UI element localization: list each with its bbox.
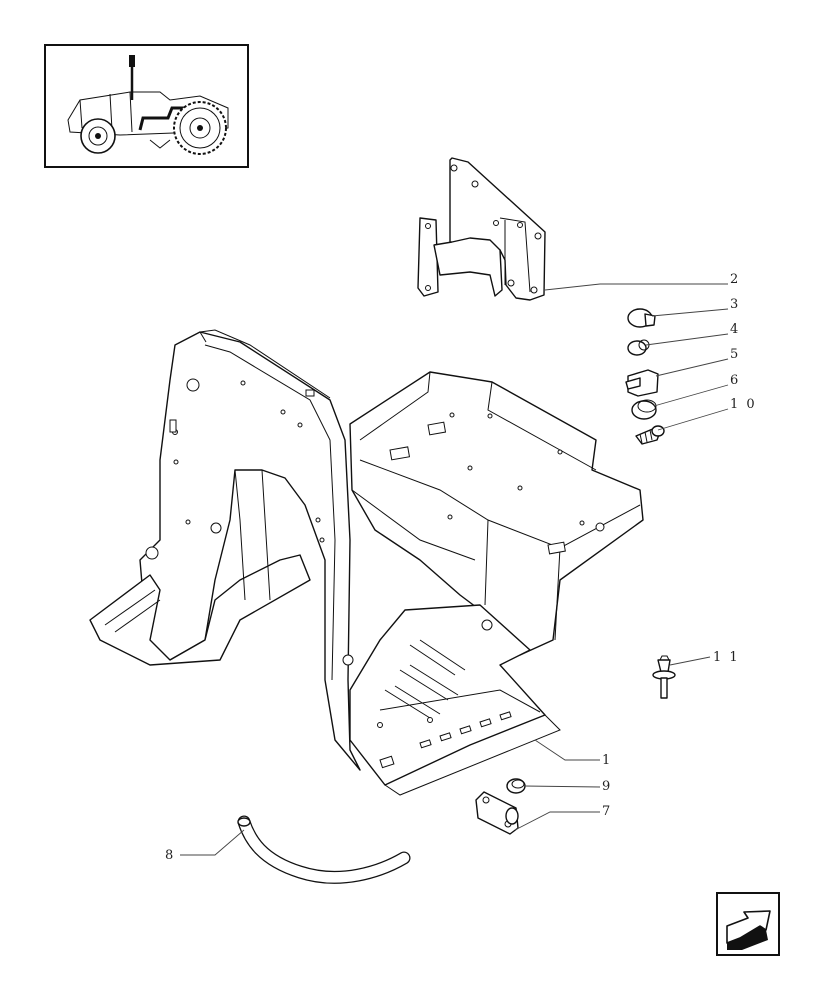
callout-10: 1 0 <box>730 397 757 412</box>
part-1-cab-frame <box>89 329 644 796</box>
callout-4: 4 <box>730 322 740 337</box>
leader-lines <box>180 283 729 856</box>
previous-page-arrow-icon[interactable] <box>716 892 780 956</box>
part-7-plate <box>475 791 519 835</box>
callout-3: 3 <box>730 297 740 312</box>
callout-1: 1 <box>602 753 612 768</box>
tractor-thumbnail-icon <box>44 44 249 168</box>
callout-9: 9 <box>602 779 612 794</box>
part-2-bracket <box>417 157 546 301</box>
part-4-grommet <box>627 339 650 356</box>
callout-labels: 2 3 4 5 6 1 0 1 1 1 9 7 8 <box>165 272 757 863</box>
callout-7: 7 <box>602 804 612 819</box>
part-6-bushing <box>631 399 657 420</box>
callout-5: 5 <box>730 347 740 362</box>
callout-2: 2 <box>730 272 740 287</box>
part-8-hose <box>237 815 411 884</box>
part-3-plug <box>627 308 656 328</box>
callout-11: 1 1 <box>713 650 740 665</box>
part-5-clip <box>625 369 659 397</box>
callout-6: 6 <box>730 373 740 388</box>
part-11-rivet <box>652 655 676 699</box>
callout-8: 8 <box>165 848 175 863</box>
part-10-screw <box>635 425 665 445</box>
part-9-grommet <box>506 778 526 794</box>
